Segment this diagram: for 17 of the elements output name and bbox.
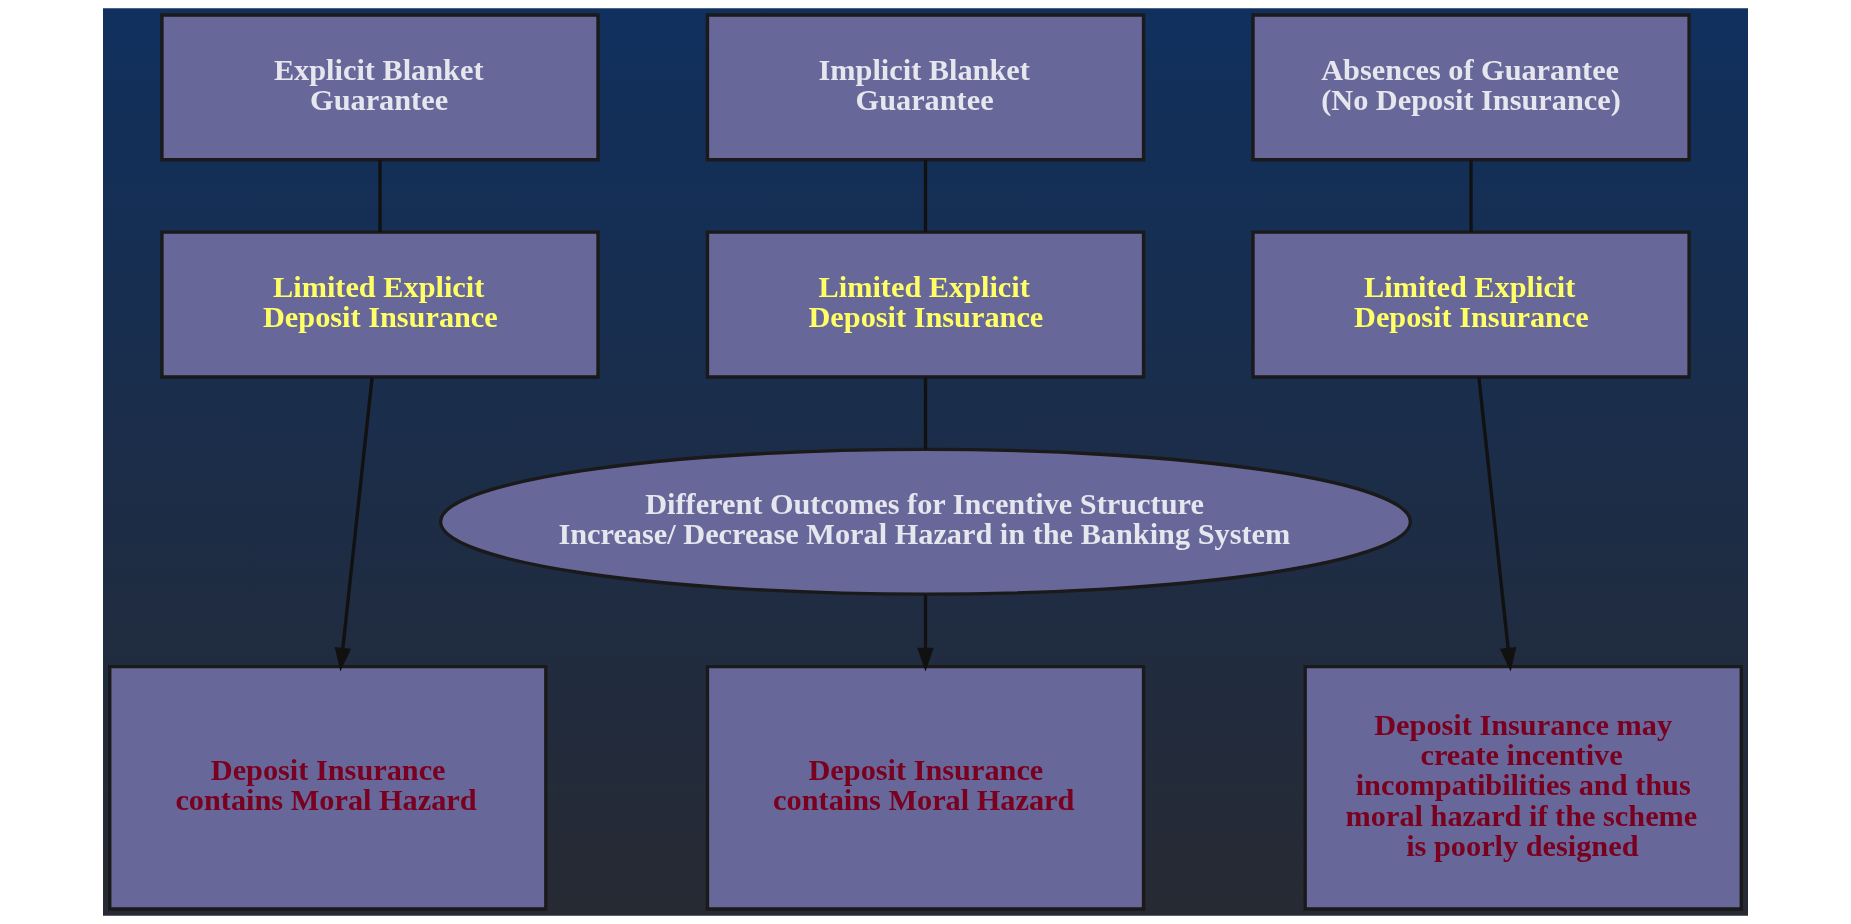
node-box: Explicit Blanket Guarantee [160,13,600,162]
connector [378,160,382,232]
node-box: Limited Explicit Deposit Insurance [1251,230,1691,379]
node-ellipse: Different Outcomes for Incentive Structure Increase/ Decrease Moral Hazard in the Banking System [438,447,1413,596]
node-box: Deposit Insurance contains Moral Hazard [108,664,548,911]
node-box: Implicit Blanket Guarantee [705,13,1146,162]
node-box: Deposit Insurance contains Moral Hazard [705,664,1146,911]
node-box: Limited Explicit Deposit Insurance [705,230,1146,379]
arrow [917,594,934,672]
connector [923,377,928,450]
node-box: Deposit Insurance may create incentive incompatibilities and thus moral hazard if the scheme is poorly designed [1303,664,1743,911]
node-box: Absences of Guarantee (No Deposit Insurance) [1251,13,1691,162]
connector [1469,160,1473,232]
arrow [1477,377,1517,672]
arrow [334,377,374,672]
node-box: Limited Explicit Deposit Insurance [160,230,600,379]
connector [923,160,928,232]
